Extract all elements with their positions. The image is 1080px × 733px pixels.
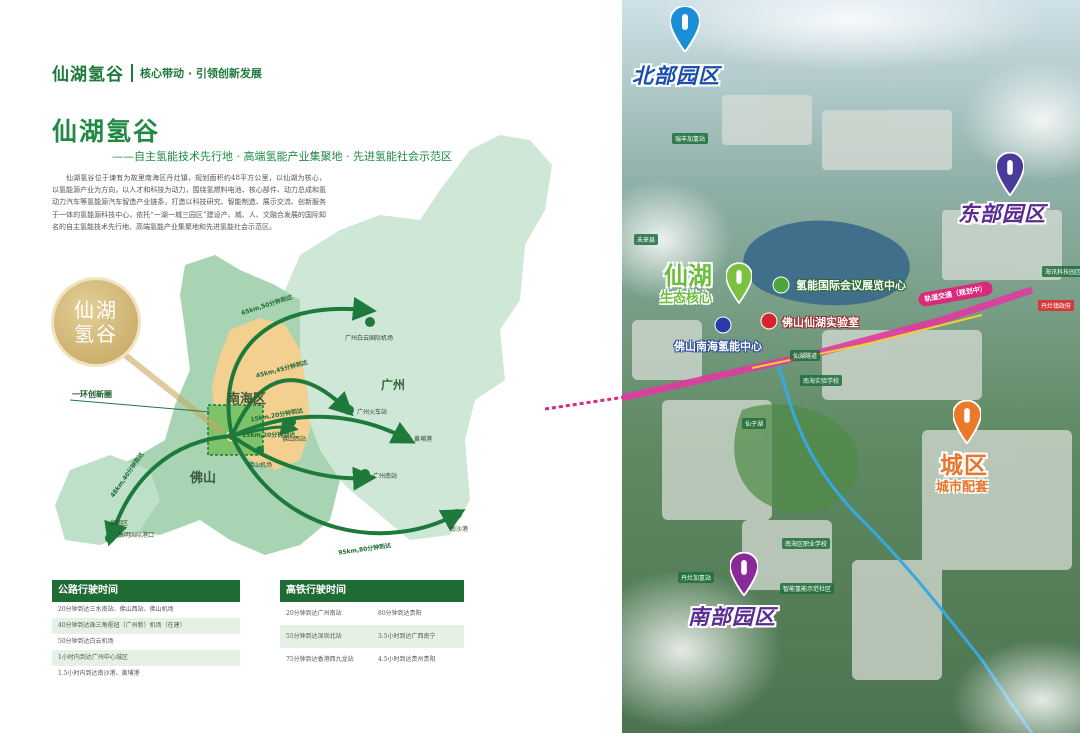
route-label-south-2: 15km,20分钟到达 [242, 432, 296, 439]
tag-ruifeng: 瑞丰加氢站 [672, 133, 709, 144]
label-innovation-ring: 一环创新圈 [72, 390, 112, 399]
tag-hydrogen-community: 智能氢能示范社区 [780, 583, 835, 594]
rail-time-table: 高铁行驶时间 20分钟到达广州南站 80分钟到达贵阳 55分钟到达深圳北站 3.… [280, 580, 464, 671]
label-foshan: 佛山 [190, 471, 217, 486]
rail-line [622, 286, 1034, 402]
header-slogan: 核心带动 · 引领创新发展 [140, 66, 262, 80]
table-row: 20分钟到达三水南站、佛山西站、佛山机场 [58, 606, 174, 613]
tag-xianzi-lake: 仙子湖 [742, 418, 767, 429]
lake-pin-icon [726, 262, 752, 304]
lake-title: 仙湖 [664, 262, 712, 290]
left-page: 仙湖氢谷 核心带动 · 引领创新发展 仙湖氢谷 ——自主氢能技术先行地 · 高端… [52, 60, 552, 682]
table-row: 75分钟到达香港西九龙站 4.5小时到达贵州贵阳 [286, 656, 436, 663]
label-guangzhou: 广州 [381, 378, 406, 392]
page-header: 仙湖氢谷 核心带动 · 引领创新发展 [52, 60, 262, 85]
east-zone-title: 东部园区 [958, 202, 1046, 226]
tag-danzao-gov: 丹灶镇政府 [1038, 300, 1075, 311]
table-row: 55分钟到达深圳北站 3.5小时到达广西南宁 [280, 625, 464, 648]
rail-table-title: 高铁行驶时间 [280, 580, 464, 602]
table-row: 1.5小时内到达南沙港、黄埔港 [58, 670, 140, 677]
intro-paragraph: 仙湖氢谷位于谏有为故里南海区丹灶镇，规划面积约48平方公里，以仙湖为核心，以氢能… [52, 174, 326, 231]
city-zone-title: 城区 [940, 453, 988, 479]
city-zone-pin-icon [953, 400, 981, 444]
aerial-image [622, 0, 1080, 733]
city-zone-subtitle: 城市配套 [936, 480, 989, 495]
table-row: 1小时内到达广州中心城区 [52, 650, 240, 666]
xianhu-hydrogen-seal: 仙湖 氢谷 [54, 280, 138, 364]
tag-danzao-station: 丹灶加氢站 [678, 572, 715, 583]
highway-time-table: 公路行驶时间 20分钟到达三水南站、佛山西站、佛山机场 40分钟到达珠三角枢纽（… [52, 580, 240, 682]
lab-ball-icon [760, 312, 778, 330]
north-zone-title: 北部园区 [632, 64, 720, 88]
place-guangzhou-south: 广州南站 [373, 473, 398, 480]
highway-table-title: 公路行驶时间 [52, 580, 240, 602]
regional-map [55, 135, 552, 555]
tag-weilai: 未来县 [634, 234, 659, 245]
place-foshan-west: 佛山西站 [282, 436, 307, 443]
conference-ball-icon [772, 276, 790, 294]
poi-nanhai-hydrogen-center: 佛山南海氢能中心 [674, 340, 762, 353]
table-row: 40分钟到达珠三角枢纽（广州新）机场（在建） [52, 618, 240, 634]
page-title: 仙湖氢谷 [52, 117, 161, 146]
nanhai-center-ball-icon [714, 316, 732, 334]
tag-xianhu-tunnel: 仙湖隧道 [790, 350, 821, 361]
label-nanhai: 南海区 [227, 392, 267, 407]
place-baiyun-airport: 广州白云国际机场 [345, 335, 394, 342]
table-row: 20分钟到达广州南站 80分钟到达贵阳 [286, 610, 422, 617]
poi-conference-center: 氢能国际会议展览中心 [796, 279, 906, 292]
place-huangpu-port: 黄埔港 [414, 436, 433, 443]
place-gaoming-port: 高明国际港口 [118, 532, 155, 539]
lake-subtitle: 生态核心 [660, 291, 713, 306]
header-brand: 仙湖氢谷 [52, 65, 124, 85]
place-foshan-airport: 佛山机场 [248, 462, 273, 469]
aerial-view: 北部园区 东部园区 南部园区 城区 城市配套 仙湖 生态核心 氢能国际会议展览中… [622, 0, 1080, 733]
place-nansha-port: 南沙港 [450, 526, 469, 533]
rail-link-dashes [545, 395, 625, 411]
south-zone-pin-icon [730, 552, 758, 596]
gaoming-region [55, 455, 160, 545]
page-subtitle: ——自主氢能技术先行地 · 高端氢能产业集聚地 · 先进氢能社会示范区 [112, 150, 452, 163]
north-zone-pin-icon [670, 6, 700, 52]
header-divider [131, 63, 133, 82]
poi-xianhu-lab: 佛山仙湖实验室 [782, 316, 859, 329]
place-guangzhou-station: 广州火车站 [357, 409, 388, 416]
label-gaoming: 高明区 [110, 520, 129, 527]
tag-vocational-school: 南海区职业学校 [782, 538, 831, 549]
guangzhou-region [280, 135, 552, 540]
tag-nanhai-school: 南海实验学校 [800, 375, 843, 386]
tag-haixun-park: 海讯科技园区 [1042, 266, 1080, 277]
table-row: 50分钟到达白云机场 [58, 638, 114, 645]
east-zone-pin-icon [996, 152, 1024, 196]
south-zone-title: 南部园区 [688, 605, 776, 629]
